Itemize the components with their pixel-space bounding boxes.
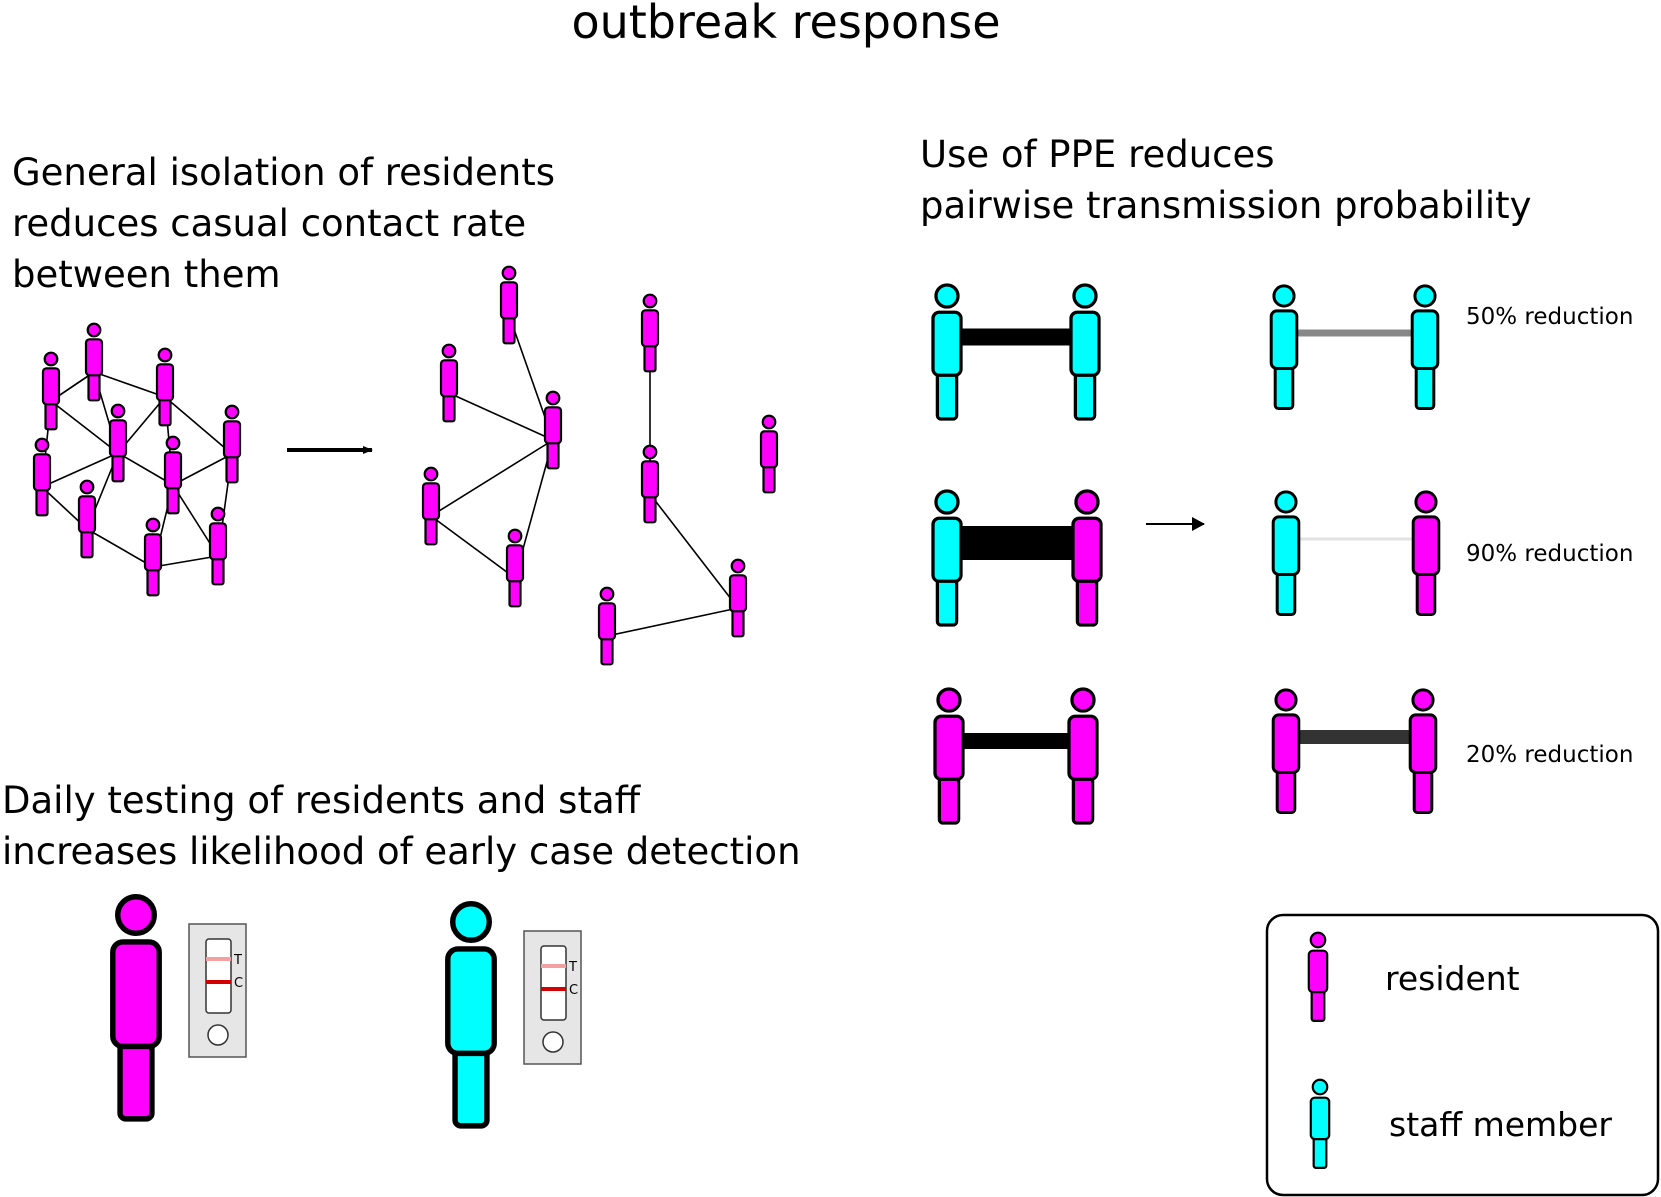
resident-person-icon (32, 437, 52, 517)
testing-figures (110, 894, 497, 1129)
legend-box (1265, 913, 1660, 1197)
contact-network-before (32, 322, 242, 597)
ppe-reduction-label: 90% reduction (1466, 541, 1633, 567)
test-cassette-icon: T C (523, 930, 582, 1065)
ppe-row (931, 489, 1441, 627)
test-letter-c: C (234, 976, 243, 991)
testing-heading: Daily testing of residents and staff inc… (2, 779, 801, 873)
resident-person-icon (1271, 688, 1301, 814)
resident-person-icon (597, 586, 617, 666)
staff-person-icon (1309, 1078, 1331, 1169)
ppe-reduction-label: 20% reduction (1466, 742, 1633, 768)
ppe-heading-line: pairwise transmission probability (920, 184, 1532, 227)
staff-person-icon (1269, 284, 1299, 410)
testing-heading-line: increases likelihood of early case detec… (2, 830, 801, 873)
resident-person-icon (208, 506, 228, 586)
contact-edge (606, 607, 739, 637)
resident-person-icon (439, 343, 459, 423)
isolation-heading: General isolation of residents reduces c… (12, 151, 555, 296)
isolation-heading-line: reduces casual contact rate (12, 202, 526, 245)
contact-network-after (421, 265, 779, 666)
resident-person-icon (84, 322, 104, 402)
contact-edge (93, 371, 166, 398)
legend-label-staff: staff member (1389, 1105, 1612, 1144)
contact-edge (164, 396, 233, 455)
ppe-heading: Use of PPE reduces pairwise transmission… (920, 133, 1532, 227)
resident-person-icon (728, 558, 748, 638)
testing-heading-line: Daily testing of residents and staff (2, 779, 642, 822)
resident-person-icon (163, 435, 183, 515)
resident-person-icon (1071, 489, 1103, 627)
ppe-pairs (931, 283, 1441, 825)
contact-edge (86, 528, 154, 568)
resident-person-icon (421, 466, 441, 546)
contact-edge (41, 452, 119, 488)
legend-label-resident: resident (1385, 959, 1520, 998)
contact-edge (430, 439, 554, 517)
contact-edge (649, 493, 739, 609)
staff-person-icon (1410, 284, 1440, 410)
staff-person-icon (1069, 283, 1101, 421)
test-cassette-icon: T C (188, 923, 247, 1058)
resident-person-icon (41, 351, 61, 431)
ppe-heading-line: Use of PPE reduces (920, 133, 1275, 176)
staff-person-icon (931, 283, 963, 421)
resident-person-icon (77, 479, 97, 559)
resident-person-icon (759, 414, 779, 494)
resident-person-icon (505, 528, 525, 608)
resident-person-icon (108, 403, 128, 483)
test-letter-t: T (233, 953, 242, 968)
resident-person-icon (1067, 687, 1099, 825)
contact-edge (117, 452, 174, 486)
resident-person-icon (543, 390, 563, 470)
staff-person-icon (931, 489, 963, 627)
diagram-title: outbreak response (571, 0, 1000, 49)
resident-person-icon (110, 894, 162, 1122)
resident-person-icon (1411, 490, 1441, 616)
ppe-row (933, 687, 1438, 825)
contact-edge (152, 555, 219, 568)
arrow-right-icon (1192, 517, 1205, 531)
isolation-heading-line: General isolation of residents (12, 151, 555, 194)
staff-person-icon (445, 901, 497, 1129)
resident-person-icon (222, 404, 242, 484)
test-letter-c: C (569, 983, 578, 998)
resident-person-icon (1307, 931, 1329, 1022)
isolation-heading-line: between them (12, 253, 281, 296)
contact-edge (50, 400, 119, 454)
resident-person-icon (1408, 688, 1438, 814)
contact-edge (172, 453, 233, 486)
legend: resident staff member (1265, 913, 1660, 1197)
contact-edge (448, 392, 554, 441)
staff-person-icon (1271, 490, 1301, 616)
test-letter-t: T (568, 960, 577, 975)
resident-person-icon (640, 293, 660, 373)
resident-person-icon (640, 444, 660, 524)
ppe-reduction-label: 50% reduction (1466, 304, 1633, 330)
resident-person-icon (499, 265, 519, 345)
resident-person-icon (933, 687, 965, 825)
ppe-row (931, 283, 1440, 421)
resident-person-icon (143, 517, 163, 597)
contact-edge (430, 515, 516, 579)
resident-person-icon (155, 347, 175, 427)
